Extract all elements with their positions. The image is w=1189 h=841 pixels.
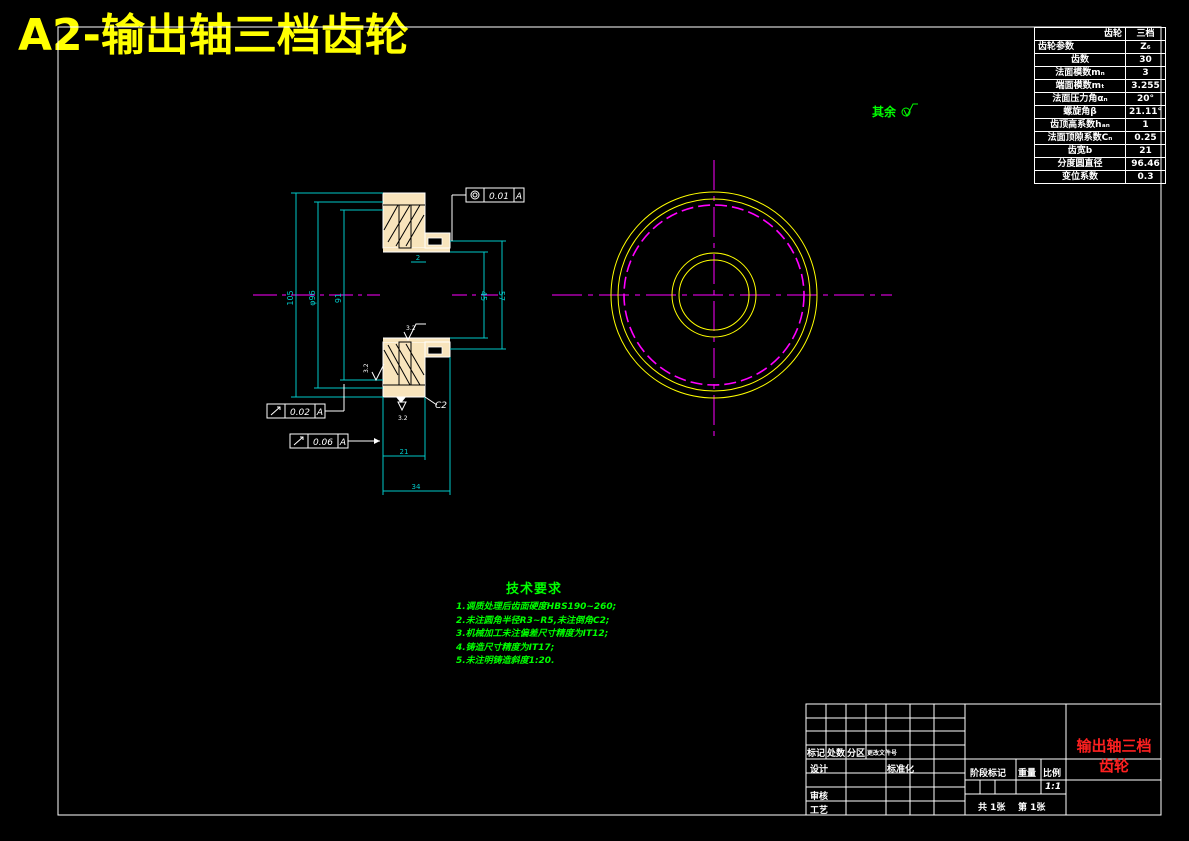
dim-tooth-width: 21 bbox=[400, 448, 409, 456]
svg-text:0.01: 0.01 bbox=[489, 192, 509, 202]
param-name: 分度圆直径 bbox=[1034, 157, 1126, 171]
roughness-b: 3.2 bbox=[363, 363, 370, 373]
label-change: 更改文件号 bbox=[867, 750, 898, 757]
concentricity-frame: 0.01 A bbox=[451, 187, 525, 241]
dim-keyway: 2 bbox=[416, 254, 420, 262]
dim-total-width: 34 bbox=[412, 483, 421, 491]
svg-text:A: A bbox=[339, 438, 346, 448]
roughness-a: 3.2 bbox=[406, 325, 416, 332]
label-count: 处数 bbox=[827, 749, 846, 759]
chamfer-label: C2 bbox=[435, 401, 447, 411]
list-item: 2.未注圆角半径R3~R5,未注倒角C2; bbox=[456, 615, 610, 626]
dimension-lines bbox=[291, 192, 506, 495]
param-name: 变位系数 bbox=[1034, 170, 1126, 184]
param-name: 法面压力角αₙ bbox=[1034, 92, 1126, 106]
roughness-c: 3.2 bbox=[398, 415, 408, 422]
param-value: 30 bbox=[1125, 53, 1166, 67]
runout-side-frame: 0.06 A bbox=[289, 433, 380, 449]
param-value: 20° bbox=[1125, 92, 1166, 106]
svg-text:A: A bbox=[515, 192, 522, 202]
label-mark: 标记 bbox=[807, 749, 826, 759]
table-header-top-value: 三档 bbox=[1125, 27, 1166, 41]
svg-text:A: A bbox=[316, 408, 323, 418]
dim-pitch-diameter: φ96 bbox=[308, 290, 317, 305]
bore-circle bbox=[678, 259, 750, 331]
label-standard: 标准化 bbox=[887, 765, 915, 775]
param-name: 端面模数mₜ bbox=[1034, 79, 1126, 93]
svg-text:0.02: 0.02 bbox=[290, 408, 310, 418]
check-mark-icon bbox=[903, 103, 918, 118]
dim-hub-bore: 45 bbox=[479, 291, 488, 301]
label-scale: 比例 bbox=[1043, 769, 1062, 779]
tip-circle bbox=[610, 191, 818, 399]
param-value: 21.11° bbox=[1125, 105, 1166, 119]
requirements-title: 技术要求 bbox=[506, 582, 563, 597]
param-value: 21 bbox=[1125, 144, 1166, 158]
param-name: 法面顶隙系数Cₙ bbox=[1034, 131, 1126, 145]
roughness-symbols bbox=[371, 323, 426, 412]
param-value: 0.25 bbox=[1125, 131, 1166, 145]
table-header-bottom: 齿轮参数 bbox=[1034, 40, 1126, 54]
label-review: 审核 bbox=[810, 792, 829, 802]
front-view bbox=[552, 160, 892, 442]
svg-text:0.06: 0.06 bbox=[313, 438, 333, 448]
hub-circle bbox=[671, 252, 757, 338]
part-name-line1: 输出轴三档 bbox=[1076, 737, 1152, 755]
requirements-list: 1.调质处理后齿面硬度HBS190~260; 2.未注圆角半径R3~R5,未注倒角… bbox=[456, 601, 616, 669]
dim-root-diameter: 91 bbox=[334, 293, 343, 303]
gear-rim-lower bbox=[382, 341, 426, 398]
title-block bbox=[805, 703, 1162, 816]
sheet-border bbox=[57, 26, 1162, 816]
dim-tip-diameter: 105 bbox=[286, 290, 295, 305]
param-value: 1 bbox=[1125, 118, 1166, 132]
param-name: 齿顶高系数hₐₙ bbox=[1034, 118, 1126, 132]
root-circle bbox=[617, 198, 811, 392]
list-item: 1.调质处理后齿面硬度HBS190~260; bbox=[456, 602, 617, 612]
label-zone: 分区 bbox=[847, 749, 866, 759]
table-header-bottom-value: Z₆ bbox=[1125, 40, 1166, 54]
runout-face-frame: 0.02 A bbox=[266, 384, 345, 419]
param-value: 96.46 bbox=[1125, 157, 1166, 171]
param-name: 螺旋角β bbox=[1034, 105, 1126, 119]
surface-finish-note: 其余 bbox=[872, 105, 897, 119]
sheet-number: 第 1张 bbox=[1018, 803, 1046, 813]
label-weight: 重量 bbox=[1018, 769, 1037, 779]
list-item: 4.铸造尺寸精度为IT17; bbox=[456, 642, 555, 653]
param-name: 齿数 bbox=[1034, 53, 1126, 67]
param-name: 法面模数mₙ bbox=[1034, 66, 1126, 80]
section-view: 105 φ96 91 45 57 2 21 34 3.2 3.2 3.2 C2 bbox=[253, 187, 525, 495]
list-item: 3.机械加工未注偏差尺寸精度为IT12; bbox=[456, 629, 609, 640]
list-item: 5.未注明铸造斜度1:20. bbox=[456, 656, 555, 667]
part-name-line2: 齿轮 bbox=[1098, 757, 1129, 775]
pitch-circle bbox=[623, 204, 805, 386]
drawing-title: A2-输出轴三档齿轮 bbox=[18, 10, 409, 61]
label-stage: 阶段标记 bbox=[970, 769, 1007, 779]
param-value: 3.255 bbox=[1125, 79, 1166, 93]
part-name: 输出轴三档 齿轮 bbox=[1066, 736, 1162, 776]
label-design: 设计 bbox=[810, 765, 829, 775]
sheets-total: 共 1张 bbox=[978, 803, 1006, 813]
table-header-top: 齿轮 bbox=[1034, 27, 1126, 41]
param-name: 齿宽b bbox=[1034, 144, 1126, 158]
dim-hub-outer: 57 bbox=[497, 291, 506, 301]
table-row: 齿轮参数 Z₆ bbox=[1034, 40, 1166, 54]
param-value: 0.3 bbox=[1125, 170, 1166, 184]
table-row: 齿轮 三档 bbox=[1034, 27, 1166, 41]
param-value: 3 bbox=[1125, 66, 1166, 80]
label-process: 工艺 bbox=[810, 806, 829, 816]
scale-value: 1:1 bbox=[1045, 782, 1062, 792]
